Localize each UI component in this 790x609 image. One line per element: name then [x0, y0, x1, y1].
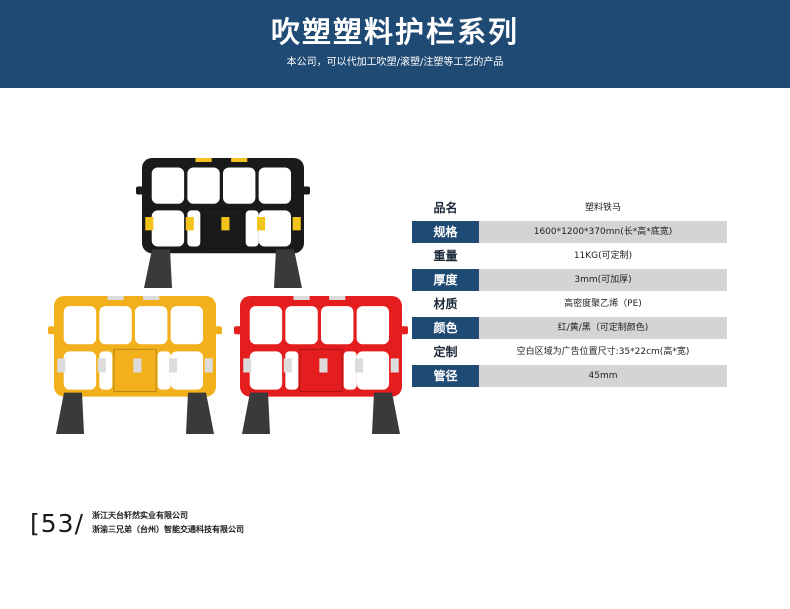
- company-name-2: 浙渝三兄弟（台州）智能交通科技有限公司: [92, 525, 245, 534]
- spec-label: 规格: [412, 221, 479, 243]
- page-title: 吹塑塑料护栏系列: [270, 15, 519, 49]
- spec-value: 45mm: [479, 365, 727, 387]
- spec-label: 材质: [433, 297, 458, 311]
- spec-label: 颜色: [412, 317, 479, 339]
- spec-value: 空白区域为广告位置尺寸:35*22cm(高*宽): [516, 347, 690, 357]
- page-footer: [53/ 浙江天台轩然实业有限公司 浙渝三兄弟（台州）智能交通科技有限公司: [30, 506, 244, 540]
- spec-label: 管径: [412, 365, 479, 387]
- spec-label: 重量: [433, 249, 458, 263]
- spec-row-thickness: 厚度 3mm(可加厚): [412, 269, 727, 293]
- spec-value: 1600*1200*370mn(长*高*底宽): [479, 221, 727, 243]
- spec-value: 红/黄/黑（可定制颜色): [479, 317, 727, 339]
- spec-row-size: 规格 1600*1200*370mn(长*高*底宽): [412, 221, 727, 245]
- spec-row-material: 材质 高密度聚乙烯（PE): [412, 293, 727, 317]
- barrier-red-image: [234, 296, 408, 434]
- spec-row-color: 颜色 红/黄/黑（可定制颜色): [412, 317, 727, 341]
- spec-value: 11KG(可定制): [573, 251, 633, 261]
- spec-row-name: 品名 塑料铁马: [412, 197, 727, 221]
- spec-label: 品名: [433, 201, 458, 215]
- page-number: [53/: [30, 508, 85, 538]
- spec-row-weight: 重量 11KG(可定制): [412, 245, 727, 269]
- spec-value: 3mm(可加厚): [479, 269, 727, 291]
- page-subtitle: 本公司，可以代加工吹塑/滚塑/注塑等工艺的产品: [286, 57, 504, 68]
- barrier-yellow-image: [48, 296, 222, 434]
- barrier-black-image: [136, 158, 310, 288]
- spec-value: 高密度聚乙烯（PE): [564, 299, 642, 309]
- spec-row-custom: 定制 空白区域为广告位置尺寸:35*22cm(高*宽): [412, 341, 727, 365]
- spec-row-pipe: 管径 45mm: [412, 365, 727, 389]
- header-banner: 吹塑塑料护栏系列 本公司，可以代加工吹塑/滚塑/注塑等工艺的产品: [0, 0, 790, 88]
- company-name-1: 浙江天台轩然实业有限公司: [92, 511, 189, 520]
- spec-table: 品名 塑料铁马 规格 1600*1200*370mn(长*高*底宽) 重量 11…: [412, 197, 727, 389]
- spec-value: 塑料铁马: [584, 203, 621, 213]
- spec-label: 厚度: [412, 269, 479, 291]
- spec-label: 定制: [433, 345, 458, 359]
